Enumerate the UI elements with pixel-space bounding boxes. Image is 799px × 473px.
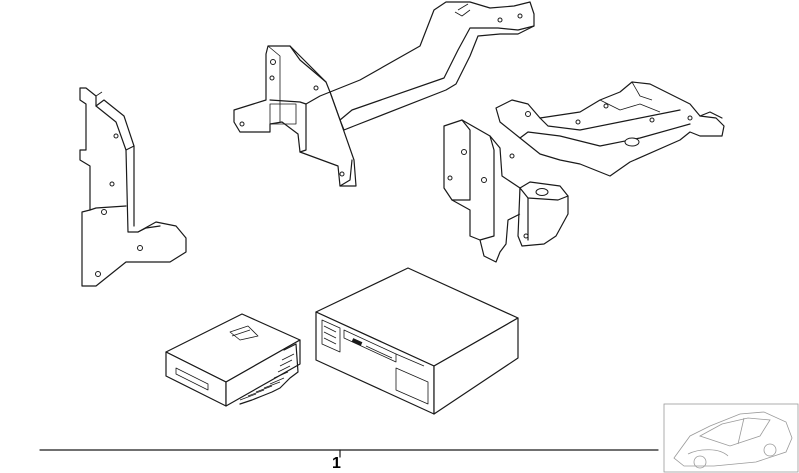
car-thumbnail: [663, 403, 799, 473]
part-reference-line: [39, 449, 659, 458]
cd-magazine[interactable]: [165, 313, 301, 407]
cd-changer[interactable]: [315, 267, 519, 415]
part-number-label: 1: [332, 455, 341, 472]
center-bracket[interactable]: [233, 1, 535, 187]
left-bracket[interactable]: [79, 87, 187, 287]
right-bracket[interactable]: [443, 81, 725, 263]
